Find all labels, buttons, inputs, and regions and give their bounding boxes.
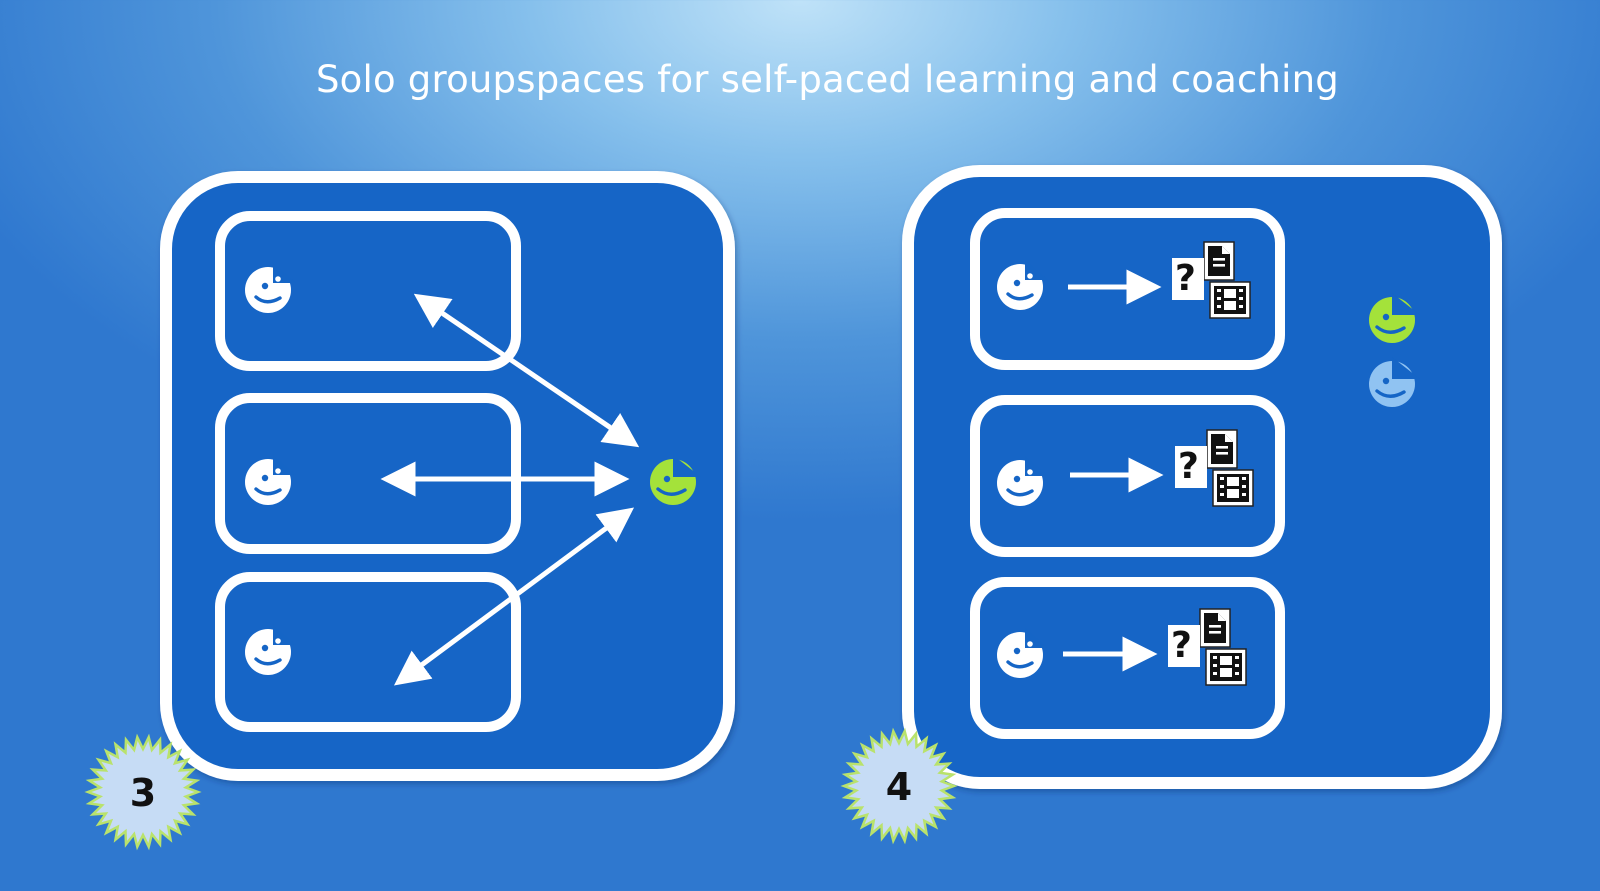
badge-4-number: 4 xyxy=(886,765,912,809)
learner-row-1 xyxy=(215,211,521,371)
two-way-arrow-1 xyxy=(413,293,640,448)
badge-3-number: 3 xyxy=(130,771,156,815)
badge-3: 3 xyxy=(84,733,202,851)
panel-4 xyxy=(902,165,1502,789)
badge-4: 4 xyxy=(840,727,958,845)
learner-row-3 xyxy=(970,577,1285,739)
learner-row-1 xyxy=(970,208,1285,370)
slide-title: Solo groupspaces for self-paced learning… xyxy=(315,58,1339,101)
panel-3 xyxy=(160,171,735,781)
starburst-icon xyxy=(84,733,202,851)
learner-row-2 xyxy=(970,395,1285,557)
two-way-arrow-3 xyxy=(393,507,635,686)
starburst-icon xyxy=(840,727,958,845)
